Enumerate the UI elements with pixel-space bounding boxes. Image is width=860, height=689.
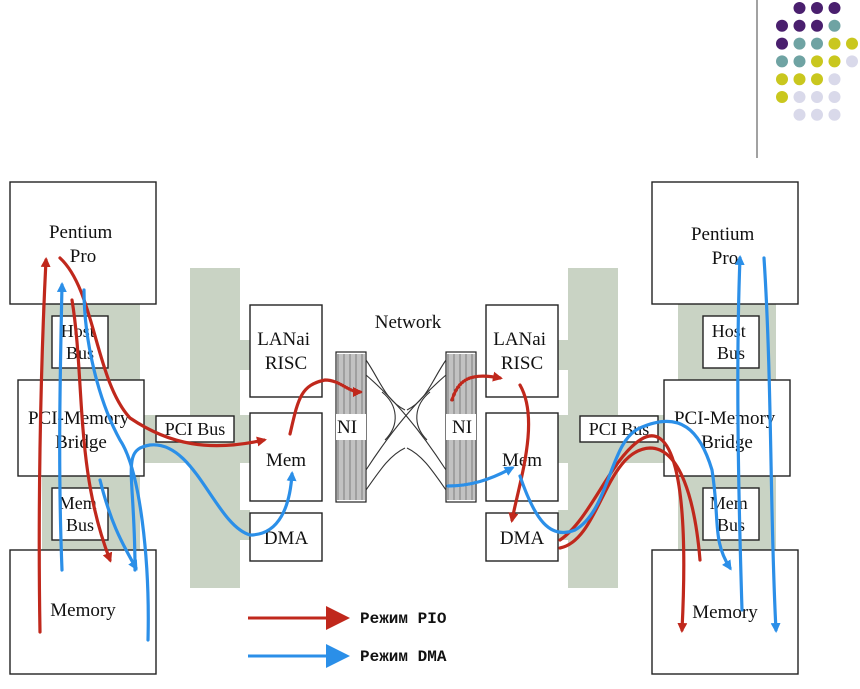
dot (811, 37, 823, 50)
dot (811, 108, 823, 121)
dot (793, 2, 806, 14)
dma-path-to-memory (98, 478, 138, 571)
dot (828, 73, 841, 86)
left-dma-label: DMA (264, 528, 309, 549)
legend-dma-label: Режим DMA (360, 648, 447, 666)
dot (776, 91, 788, 103)
right-cpu-box (651, 181, 799, 305)
dot (776, 55, 788, 68)
left-mem-label: Mem (266, 450, 306, 471)
right-dma-label: DMA (500, 528, 545, 549)
left-lanai-connector (238, 340, 250, 370)
right-pci-bus-label: PCI Bus (589, 419, 650, 439)
legend-pio-label: Режим PIO (360, 610, 447, 628)
legend-pio-arrow (326, 606, 350, 630)
left-lanai-box (249, 304, 323, 398)
left-lanai-label: LANai RISC (257, 329, 315, 374)
dot (828, 19, 841, 32)
dot (776, 73, 788, 86)
right-lanai-label: LANai RISC (493, 329, 551, 374)
dot-grid-icon (776, 2, 858, 121)
pio-path-to-memory (70, 298, 113, 563)
dot (828, 55, 841, 68)
left-node: Pentium Pro Host Bus PCI-Memory Bridge M… (9, 181, 367, 675)
left-ni-label: NI (337, 417, 357, 438)
dma-path-right (446, 255, 781, 633)
pio-path-ni-to-lanai (450, 371, 503, 402)
dot (793, 73, 806, 86)
left-bridge-label: PCI-Memory Bridge (28, 408, 134, 453)
dot (811, 19, 823, 32)
pio-path-to-ni (288, 378, 363, 436)
dma-path-memory-up (82, 288, 150, 642)
left-mem-box (249, 412, 323, 502)
pio-path-lanai-to-dma (508, 383, 531, 523)
legend: Режим PIO Режим DMA (248, 606, 447, 668)
dma-path-cpu-up (56, 282, 67, 572)
dot (793, 55, 806, 68)
right-cpu-label: Pentium Pro (691, 224, 759, 269)
dma-path-ni-to-mem (446, 466, 515, 488)
dma-path-mem-to-memory (518, 419, 732, 571)
legend-dma-arrow (326, 644, 350, 668)
dot (811, 91, 823, 103)
right-mem-box (485, 412, 559, 502)
right-mem-label: Mem (502, 450, 542, 471)
right-host-bus-box (702, 315, 760, 369)
left-dma-box (249, 512, 323, 562)
right-mem-bus-box (702, 487, 760, 541)
dot (828, 108, 841, 121)
dot (811, 2, 823, 14)
dot (846, 55, 858, 68)
left-ni-box: NI (335, 351, 367, 503)
right-node: Pentium Pro Host Bus PCI-Memory Bridge M… (445, 181, 799, 675)
right-ni-label: NI (452, 417, 472, 438)
dot (793, 91, 806, 103)
right-dma-box (485, 512, 559, 562)
left-pci-bus-label: PCI Bus (165, 419, 226, 439)
pio-path-to-memory-2 (558, 446, 702, 562)
dot (776, 19, 788, 32)
dot (793, 19, 806, 32)
dot (828, 37, 841, 50)
right-lanai-connector (558, 340, 570, 370)
left-cpu-label: Pentium Pro (49, 222, 117, 267)
right-ni-box: NI (445, 351, 477, 503)
dot (776, 37, 788, 50)
dma-path-memory-to-cpu (734, 255, 745, 612)
dot (811, 55, 823, 68)
dma-path-left (56, 282, 297, 642)
left-mem-bus-label: Mem Bus (59, 493, 102, 535)
dma-path-to-mem (129, 443, 297, 572)
dot (793, 37, 806, 50)
left-memory-label: Memory (50, 600, 116, 621)
pio-path-cpu-up (37, 257, 51, 634)
pio-path-right (450, 371, 702, 633)
pio-path-to-memory (558, 434, 688, 633)
left-memory-box (9, 549, 157, 675)
dot (828, 91, 841, 103)
network-label: Network (375, 312, 442, 333)
left-cpu-box (9, 181, 157, 305)
dot (793, 108, 806, 121)
dot (846, 37, 858, 50)
dma-path-cpu-to-memory (762, 256, 781, 633)
right-memory-label: Memory (692, 602, 758, 623)
dot (811, 73, 823, 86)
right-lanai-box (485, 304, 559, 398)
dot (828, 2, 841, 14)
network-cables (365, 359, 447, 491)
